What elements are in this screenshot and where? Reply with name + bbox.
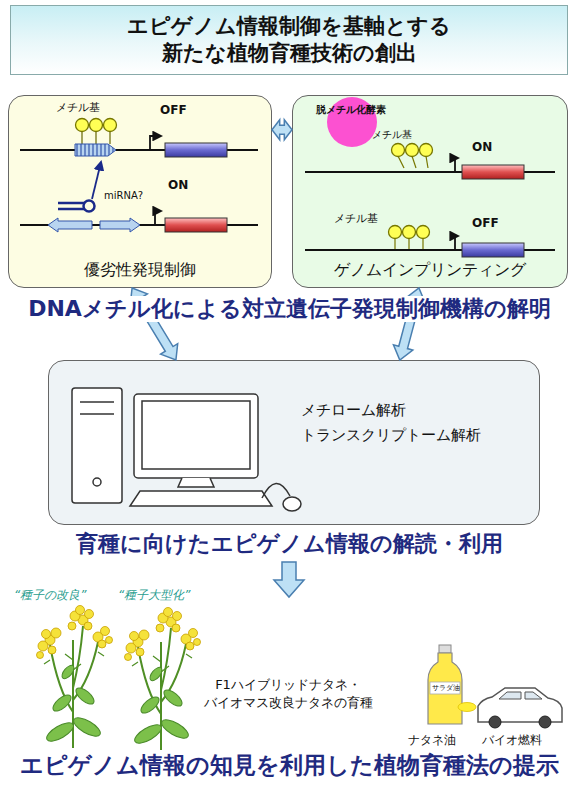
drawing-part xyxy=(95,131,96,144)
annotation-label: “種子大型化” xyxy=(118,588,190,602)
drawing-part xyxy=(125,608,201,751)
drawing-part xyxy=(93,478,101,486)
box-text: メチローム解析 xyxy=(301,401,406,420)
drawing-part xyxy=(462,243,524,257)
drawing-part xyxy=(80,401,114,403)
annotation-label: OFF xyxy=(160,103,187,117)
drawing-part xyxy=(408,238,409,250)
drawing-part xyxy=(398,156,428,168)
annotation-label: ナタネ油 xyxy=(408,733,456,747)
annotation-label: OFF xyxy=(472,216,499,230)
annotation-label: F1ハイブリッドナタネ・ バイオマス改良ナタネの育種 xyxy=(196,676,380,711)
imprinting-illustration xyxy=(305,97,555,257)
drawing-part xyxy=(392,144,405,157)
drawing-part xyxy=(389,226,430,239)
drawing-part xyxy=(80,413,114,415)
section-heading: エピゲノム情報の知見を利用した植物育種法の提示 xyxy=(15,752,564,780)
drawing-part xyxy=(104,119,117,132)
drawing-part xyxy=(478,688,562,722)
drawing-part xyxy=(462,165,524,179)
drawing-part xyxy=(81,131,82,144)
drawing-part xyxy=(155,211,161,225)
double-arrow-connector xyxy=(272,120,292,140)
box-text: 優劣性発現制御 xyxy=(84,260,196,281)
drawing-part xyxy=(430,682,460,694)
drawing-part xyxy=(426,156,428,168)
drawing-part xyxy=(262,483,290,498)
annotation-label: miRNA? xyxy=(104,190,143,202)
drawing-part xyxy=(100,218,140,232)
annotation-label: “種子の改良” xyxy=(14,588,86,602)
computer-icon xyxy=(72,388,301,511)
drawing-part xyxy=(75,144,116,156)
annotation-label: メチル基 xyxy=(372,129,412,141)
drawing-part xyxy=(439,645,451,653)
drawing-part xyxy=(403,226,416,239)
drawing-part xyxy=(72,388,122,503)
drawing-part xyxy=(539,716,551,728)
drawing-part xyxy=(109,131,110,144)
drawing-part xyxy=(398,156,404,168)
drawing-part xyxy=(458,703,476,712)
dominance-illustration xyxy=(20,119,258,233)
drawing-part xyxy=(76,119,89,132)
drawing-part xyxy=(76,119,117,132)
drawing-part xyxy=(90,119,103,132)
drawing-part xyxy=(92,162,101,199)
annotation-label: バイオ燃料 xyxy=(482,733,542,747)
drawing-part xyxy=(420,144,433,157)
title-band: エピゲノム情報制御を基軸とする 新たな植物育種技術の創出 xyxy=(10,5,568,75)
drawing-part xyxy=(412,156,416,168)
drawing-part xyxy=(142,401,250,469)
drawing-part xyxy=(394,238,395,250)
drawing-part xyxy=(392,144,433,157)
annotation-label: ON xyxy=(168,178,188,192)
section-heading: DNAメチル化による対立遺伝子発現制御機構の解明 xyxy=(23,296,556,322)
drawing-part xyxy=(283,497,301,511)
drawing-part xyxy=(48,218,92,232)
drawing-part xyxy=(165,218,227,232)
annotation-label: メチル基 xyxy=(334,212,378,225)
annotation-label: 脱メチル化酵素 xyxy=(316,104,386,116)
car-icon xyxy=(458,688,562,728)
drawing-part xyxy=(455,158,458,172)
title-text: エピゲノム情報制御を基軸とする 新たな植物育種技術の創出 xyxy=(49,13,529,68)
rapeseed-plants xyxy=(37,606,201,751)
drawing-part xyxy=(428,653,462,724)
drawing-part xyxy=(422,238,423,250)
drawing-part xyxy=(455,236,458,250)
drawing-part xyxy=(389,226,402,239)
drawing-part xyxy=(58,203,84,209)
drawing-part xyxy=(150,136,161,150)
drawing-part xyxy=(489,716,501,728)
box-text: トランスクリプトーム解析 xyxy=(301,426,481,445)
drawing-part xyxy=(130,491,272,506)
drawing-part xyxy=(37,606,113,749)
section-heading: 育種に向けたエピゲノム情報の解読・利用 xyxy=(71,531,508,557)
oil-bottle xyxy=(428,645,462,724)
drawing-part xyxy=(134,394,258,478)
annotation-label: ON xyxy=(472,140,492,154)
annotation-label: メチル基 xyxy=(56,101,100,114)
drawing-part xyxy=(84,201,95,212)
drawing-part xyxy=(499,692,542,699)
drawing-part xyxy=(395,238,423,250)
drawing-part xyxy=(406,144,419,157)
annotation-label: サラダ油 xyxy=(432,684,460,692)
drawing-part xyxy=(178,478,214,487)
drawing-part xyxy=(82,131,110,144)
down-arrow xyxy=(274,562,304,597)
drawing-part xyxy=(165,143,227,157)
drawing-part xyxy=(417,226,430,239)
box-text: ゲノムインプリンティング xyxy=(334,260,526,281)
